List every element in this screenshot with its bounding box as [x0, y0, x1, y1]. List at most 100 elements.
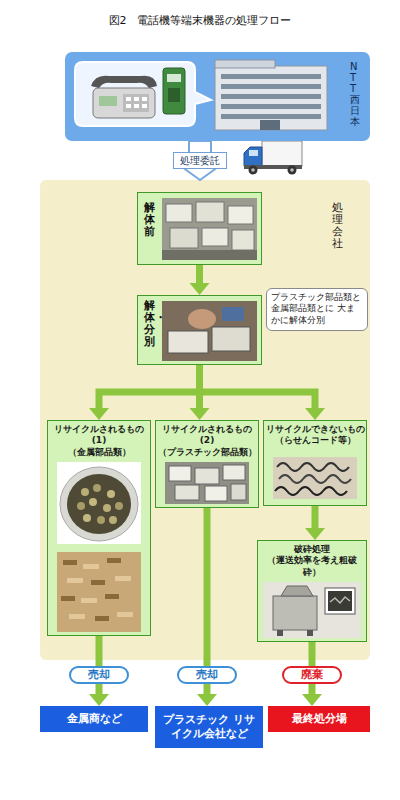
photo-metal-parts-part	[89, 498, 97, 506]
photo-coiled-cords-part	[273, 457, 357, 499]
box-subheading: （運送効率を考え粗破砕）	[259, 555, 365, 578]
photo-before-part	[170, 228, 198, 248]
phone-building-illustration-part	[221, 104, 321, 109]
photo-crusher-part	[281, 586, 313, 596]
photo-metal-scrap-part	[95, 616, 109, 621]
phone-building-illustration-part	[93, 88, 155, 118]
photo-plastic-parts-part	[175, 485, 199, 500]
phone-building-illustration-part	[134, 97, 139, 101]
photo-metal-scrap-part	[67, 578, 83, 583]
truck-icon	[244, 141, 302, 175]
photo-coiled-cords	[273, 457, 357, 499]
process-box: リサイクルされるもの(2)（プラスチック部品類）	[155, 420, 259, 508]
destination-label: 最終処分場	[292, 712, 347, 726]
photo-crusher-part	[325, 588, 355, 614]
truck-icon-part	[262, 141, 302, 166]
vertical-label: 解体前	[144, 202, 155, 238]
phone-building-illustration-part	[221, 114, 321, 119]
photo-metal-parts-part	[107, 490, 115, 498]
photo-crusher-part	[328, 591, 352, 611]
phone-building-illustration-part	[142, 104, 147, 108]
photo-metal-scrap-part	[81, 598, 97, 603]
photo-dismantling-part	[162, 301, 257, 361]
photo-dismantling-part	[168, 331, 208, 353]
photo-metal-scrap-part	[83, 564, 99, 569]
truck-icon-part	[288, 166, 297, 175]
callout-note: プラスチック部品類と 金属部品類とに 大まかに解体分別	[266, 288, 368, 331]
photo-metal-parts-part	[83, 514, 91, 522]
phone-building-illustration-part	[99, 96, 117, 106]
arrow-head	[305, 528, 325, 540]
photo-before-part	[228, 206, 253, 224]
destination-label: 金属商など	[67, 712, 122, 726]
photo-dismantling-part	[188, 309, 216, 329]
photo-crusher-part	[277, 630, 283, 636]
photo-plastic-parts	[165, 462, 249, 504]
phone-building-illustration-part	[126, 97, 131, 101]
arrow-head	[302, 694, 322, 706]
box-subheading: （らせんコード等）	[265, 435, 365, 446]
photo-plastic-parts-part	[169, 466, 191, 481]
truck-icon-part	[251, 168, 255, 172]
vertical-label: 処理会社	[332, 202, 343, 250]
edge-label: 売却	[177, 666, 237, 684]
edge-label-wrap: 廃棄	[282, 663, 342, 684]
photo-plastic-parts-part	[165, 462, 249, 504]
flow-line	[96, 636, 103, 694]
phone-building-illustration-part	[215, 66, 327, 130]
flow-arrow	[89, 365, 200, 420]
photo-before-part	[162, 250, 257, 260]
photo-metal-scrap-part	[61, 596, 75, 601]
phone-building-illustration	[65, 52, 345, 136]
photo-metal-scrap-part	[105, 594, 119, 599]
company-region: 処理会社 解体前 解体・分別プラスチック部品類と 金属部品類とに 大まかに解体分…	[40, 180, 370, 660]
photo-metal-parts-part	[60, 467, 138, 541]
phone-building-illustration-part	[221, 84, 321, 89]
box-heading: 破砕処理	[259, 544, 365, 555]
photo-plastic-parts-part	[195, 468, 219, 484]
photo-coiled-cords-part	[275, 487, 347, 495]
photo-metal-scrap-part	[63, 560, 77, 565]
truck-icon-part	[249, 166, 258, 175]
flow-line	[200, 365, 316, 408]
process-box: 解体前	[137, 192, 262, 265]
phone-building-illustration-part	[168, 88, 180, 102]
photo-metal-scrap-part	[57, 552, 141, 632]
photo-coiled-cords-part	[279, 475, 351, 483]
flow-line	[312, 506, 319, 528]
photo-crusher-part	[330, 597, 350, 603]
phone-building-illustration-part	[221, 94, 321, 99]
edge-label: 処理委託	[173, 152, 227, 169]
edge-label-wrap: 処理委託	[173, 149, 227, 169]
vertical-label: NTT西日本	[350, 61, 360, 127]
flow-line	[196, 265, 203, 283]
photo-coiled-cords-part	[277, 463, 349, 471]
edge-label: 売却	[69, 666, 129, 684]
photo-metal-parts-part	[81, 488, 89, 496]
destination-label: プラスチック リサイクル会社など	[158, 713, 260, 742]
photo-metal-scrap-part	[107, 558, 121, 563]
phone-building-illustration-part	[91, 76, 157, 88]
truck-icon-part	[244, 147, 262, 166]
client-box: NTT西日本	[65, 52, 370, 141]
box-heading: リサイクルされるもの(2)	[157, 424, 257, 447]
edge-label-wrap: 売却	[177, 663, 237, 684]
flow-arrow	[305, 506, 325, 540]
process-box: 解体・分別	[137, 295, 262, 365]
callout-text: プラスチック部品類と 金属部品類とに 大まかに解体分別	[271, 292, 363, 326]
photo-crusher-part	[273, 596, 317, 630]
phone-building-illustration-part	[142, 97, 147, 101]
flow-arrow	[190, 265, 210, 295]
phone-building-illustration-part	[167, 74, 181, 82]
phone-building-illustration-part	[163, 68, 185, 114]
phone-building-illustration-part	[126, 104, 131, 108]
flow-line	[99, 365, 200, 408]
phone-building-illustration-part	[123, 94, 149, 112]
photo-metal-scrap	[57, 552, 141, 632]
photo-metal-scrap-part	[91, 580, 105, 585]
process-box: 破砕処理（運送効率を考え粗破砕）	[257, 540, 367, 642]
photo-metal-parts-part	[103, 504, 111, 512]
photo-metal-parts-part	[57, 462, 141, 544]
photo-metal-scrap-part	[115, 576, 131, 581]
photo-before	[162, 198, 257, 260]
